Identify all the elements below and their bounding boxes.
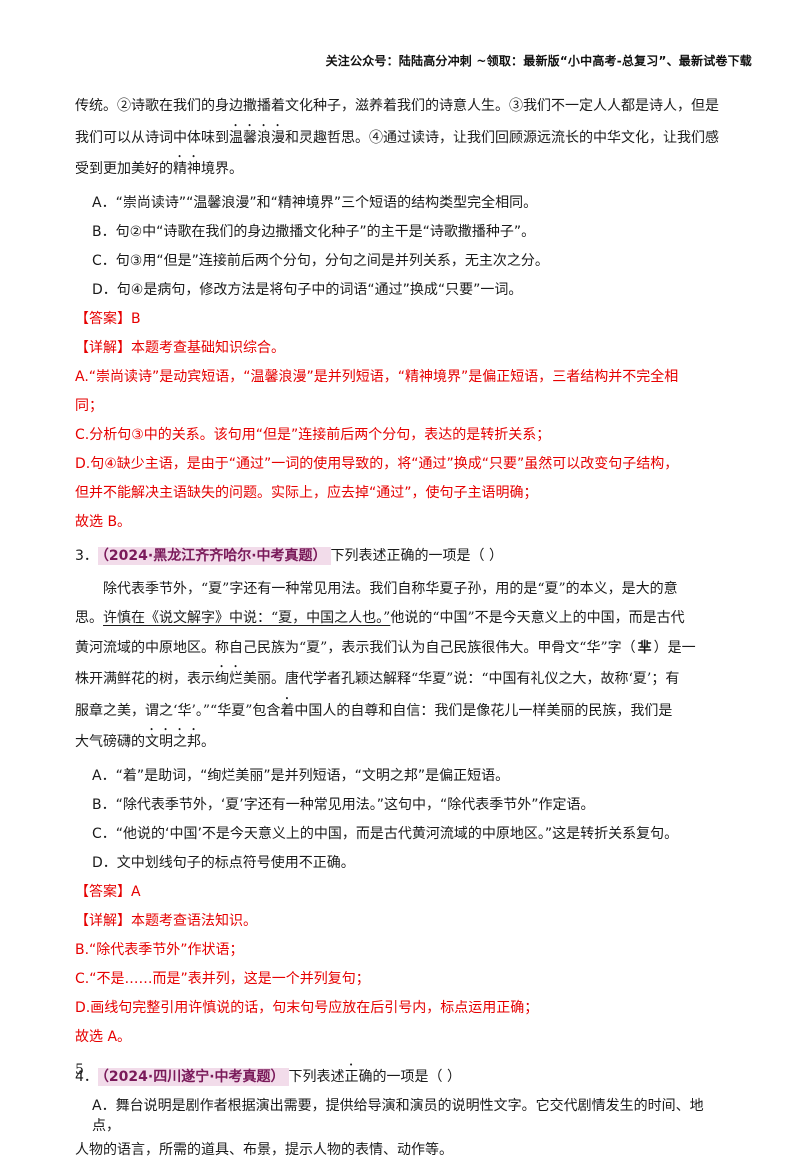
text-span: 境界。	[201, 161, 243, 177]
text-span: 和灵趣哲思。④通过读诗，让我们回顾源远流长的中华文化，让我们感	[285, 129, 719, 146]
page-number: 5	[75, 1062, 84, 1078]
source-tag: （2024·黑龙江齐齐哈尔·中考真题）	[97, 546, 331, 565]
q3-detail-title: 【详解】本题考查语法知识。	[75, 912, 257, 929]
q3-passage-line: 大气磅礴的文明之邦。	[75, 726, 725, 758]
emphasis-dotted-text: 温馨浪漫	[229, 129, 285, 146]
q4-option-a: A．舞台说明是剧作者根据演出需要，提供给导演和演员的说明性文字。它交代剧情发生的…	[92, 1097, 704, 1134]
q3-option-d: D．文中划线句子的标点符号使用不正确。	[92, 854, 355, 871]
emphasis-dotted-text: 正	[344, 1068, 359, 1085]
page-header: 关注公众号：陆陆高分冲刺 ~领取：最新版“小中高考-总复习”、最新试卷下载	[325, 54, 752, 68]
source-tag: （2024·四川遂宁·中考真题）	[97, 1067, 289, 1086]
text-span: 。	[201, 734, 215, 750]
q3-detail-line: D.画线句完整引用许慎说的话，句末句号应放在后引号内，标点运用正确；	[75, 999, 539, 1016]
q3-heading: 3．（2024·黑龙江齐齐哈尔·中考真题）下列表述正确的一项是（ ）	[75, 546, 725, 566]
q2-answer: 【答案】B	[75, 310, 141, 327]
q2-detail-line: 但并不能解决主语缺失的问题。实际上，应去掉“通过”，使句子主语明确；	[75, 484, 538, 501]
text-span: 我们可以从诗词中体味到	[75, 129, 229, 146]
question-stem: 确的一项是（ ）	[358, 1068, 461, 1085]
q2-detail-line: A.“崇尚读诗”是动宾短语，“温馨浪漫”是并列短语，“精神境界”是偏正短语，三者…	[75, 368, 679, 385]
text-span: 黄河流域的中原地区。称自己民族为“夏”，表示我们认为自己民族很伟大。甲骨文“华”…	[75, 639, 636, 656]
q2-option-a: A．“崇尚读诗”“温馨浪漫”和“精神境界”三个短语的结构类型完全相同。	[92, 194, 538, 211]
q2-detail-line: D.句④缺少主语，是由于“通过”一词的使用导致的，将“通过”换成“只要”虽然可以…	[75, 455, 679, 472]
question-stem: 下列表述	[288, 1068, 345, 1085]
q2-option-c: C．句③用“但是”连接前后两个分句，分句之间是并列关系，无主次之分。	[92, 252, 549, 269]
emphasis-dotted-text: 精神	[173, 161, 201, 177]
q3-answer: 【答案】A	[75, 883, 141, 900]
emphasis-dotted-text: 绚烂	[215, 671, 243, 687]
q2-passage-line: 我们可以从诗词中体味到温馨浪漫和灵趣哲思。④通过读诗，让我们回顾源远流长的中华文…	[75, 122, 725, 154]
q2-detail-line: 故选 B。	[75, 513, 132, 530]
q2-passage: 传统。②诗歌在我们的身边撒播着文化种子，滋养着我们的诗意人生。③我们不一定人人都…	[75, 92, 725, 185]
q2-passage-line: 受到更加美好的精神境界。	[75, 153, 725, 185]
q4-heading: 4．（2024·四川遂宁·中考真题）下列表述正确的一项是（ ）	[75, 1061, 725, 1087]
text-span: 服章之美，谓之‘华’。”“华夏”包含	[75, 702, 281, 719]
q2-detail-line: C.分析句③中的关系。该句用“但是”连接前后两个分句，表达的是转折关系；	[75, 426, 551, 443]
q2-detail-line: 同；	[75, 397, 103, 414]
q2-detail-title: 【详解】本题考查基础知识综合。	[75, 339, 285, 356]
text-span: ）是一	[653, 639, 696, 656]
q3-detail-line: C.“不是……而是”表并列，这是一个并列复句；	[75, 970, 370, 987]
text-span: 株开满鲜花的树，表示	[75, 671, 215, 687]
q2-passage-line: 传统。②诗歌在我们的身边撒播着文化种子，滋养着我们的诗意人生。③我们不一定人人都…	[75, 98, 719, 114]
q3-passage-line: 服章之美，谓之‘华’。”“华夏”包含着中国人的自尊和自信：我们是像花儿一样美丽的…	[75, 695, 725, 727]
text-span: 受到更加美好的	[75, 161, 173, 177]
text-span: 大气磅礴的	[75, 734, 145, 750]
underlined-quote: 许慎在《说文解字》中说：“夏，中国之人也。”	[103, 610, 391, 626]
q3-option-a: A．“着”是助词，“绚烂美丽”是并列短语，“文明之邦”是偏正短语。	[92, 767, 510, 784]
question-number: 3．	[75, 547, 98, 564]
q3-passage-line: 黄河流域的中原地区。称自己民族为“夏”，表示我们认为自己民族很伟大。甲骨文“华”…	[75, 634, 725, 664]
q3-option-b: B．“除代表季节外，‘夏’字还有一种常见用法。”这句中，“除代表季节外”作定语。	[92, 796, 595, 813]
q3-passage-line: 除代表季节外，“夏”字还有一种常见用法。我们自称华夏子孙，用的是“夏”的本义，是…	[103, 580, 678, 597]
q3-detail-line: B.“除代表季节外”作状语；	[75, 941, 244, 958]
q3-passage-line: 思。许慎在《说文解字》中说：“夏，中国之人也。”他说的“中国”不是今天意义上的中…	[75, 604, 725, 634]
text-span: 美丽。唐代学者孔颖达解释“华夏”说：“中国有礼仪之大，故称‘夏’；有	[243, 671, 680, 687]
q3-option-c: C．“他说的‘中国’不是今天意义上的中国，而是古代黄河流域的中原地区。”这是转折…	[92, 825, 679, 842]
q2-option-d: D．句④是病句，修改方法是将句子中的词语“通过”换成“只要”一词。	[92, 281, 523, 298]
text-span: 中国人的自尊和自信：我们是像花儿一样美丽的民族，我们是	[294, 702, 673, 719]
q2-option-b: B．句②中“诗歌在我们的身边撒播文化种子”的主干是“诗歌撒播种子”。	[92, 223, 536, 240]
q3-detail-line: 故选 A。	[75, 1028, 132, 1045]
emphasis-dotted-text: 文明之邦	[145, 734, 201, 750]
emphasis-dotted-text: 着	[280, 702, 295, 719]
oracle-bone-glyph-icon: 芈	[637, 639, 652, 656]
page-body: 传统。②诗歌在我们的身边撒播着文化种子，滋养着我们的诗意人生。③我们不一定人人都…	[75, 92, 725, 1169]
q3-passage: 除代表季节外，“夏”字还有一种常见用法。我们自称华夏子孙，用的是“夏”的本义，是…	[75, 575, 725, 758]
q4-option-a-cont: 人物的语言，所需的道具、布景，提示人物的表情、动作等。	[75, 1141, 453, 1158]
text-span: 思。	[75, 610, 103, 626]
question-number: 4．	[75, 1068, 98, 1085]
text-span: 他说的“中国”不是今天意义上的中国，而是古代	[390, 610, 685, 626]
question-stem: 下列表述正确的一项是（ ）	[330, 547, 503, 564]
q3-passage-line: 株开满鲜花的树，表示绚烂美丽。唐代学者孔颖达解释“华夏”说：“中国有礼仪之大，故…	[75, 663, 725, 695]
